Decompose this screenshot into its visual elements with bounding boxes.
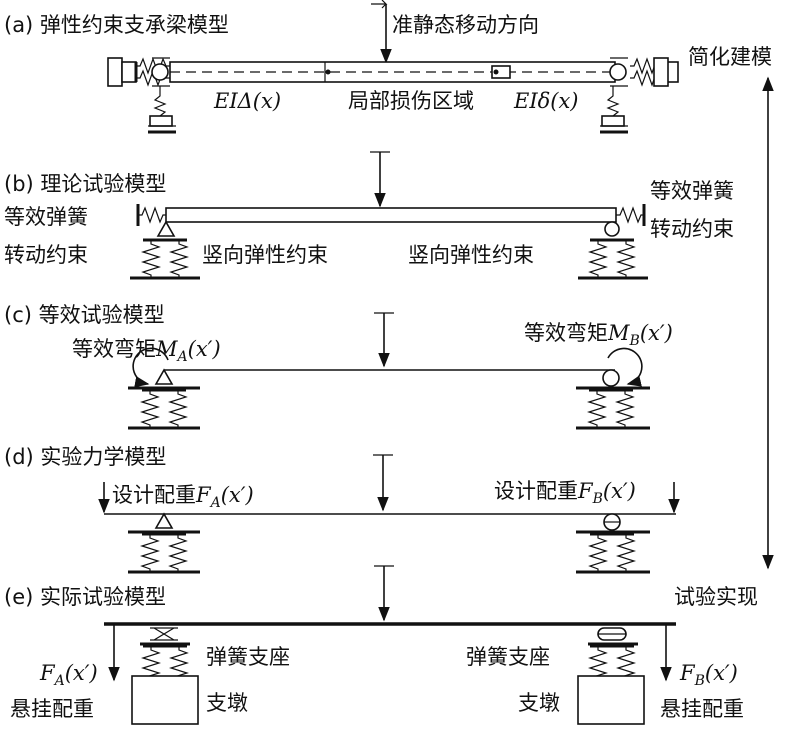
panel-c: (c) 等效试验模型 等效弯矩MA(x′) 等效弯矩MB(x′) — [4, 303, 673, 430]
load-direction-flag — [371, 0, 388, 9]
left-bearing-assembly — [107, 57, 176, 134]
panel-c-title: (c) 等效试验模型 — [4, 303, 165, 327]
pier-left — [131, 675, 199, 725]
ei-right-label: EIδ(x) — [513, 89, 579, 113]
pier-right-label: 支墩 — [518, 691, 560, 715]
panel-d-title: (d) 实验力学模型 — [4, 445, 166, 469]
moment-right-label: 等效弯矩MB(x′) — [524, 321, 673, 349]
spring-right-line2: 转动约束 — [650, 217, 734, 241]
beam-b — [165, 207, 617, 223]
panel-a: (a) 弹性约束支承梁模型 准静态移动方向 — [4, 0, 772, 134]
panel-d: (d) 实验力学模型 设计配重FA(x′) 设计配重FB(x′) — [4, 445, 680, 574]
pier-left-label: 支墩 — [206, 691, 248, 715]
beam-a — [169, 61, 616, 83]
vertical-right-label: 竖向弹性约束 — [408, 243, 534, 267]
panel-b-title: (b) 理论试验模型 — [4, 172, 166, 196]
panel-e-title: (e) 实际试验模型 — [4, 585, 166, 609]
weight-right-label: 设计配重FB(x′) — [494, 479, 636, 507]
realize-label: 试验实现 — [674, 585, 758, 609]
pier-right — [577, 675, 645, 725]
vertical-left-label: 竖向弹性约束 — [202, 243, 328, 267]
moment-arc-left — [132, 347, 169, 388]
weight-left-label: 设计配重FA(x′) — [112, 483, 254, 511]
left-support-b — [130, 204, 200, 280]
panel-a-title: (a) 弹性约束支承梁模型 — [4, 13, 229, 37]
load-direction-label: 准静态移动方向 — [392, 13, 539, 37]
spring-left-line2: 转动约束 — [4, 243, 88, 267]
moment-arc-right — [607, 347, 643, 387]
right-support-d — [576, 513, 650, 574]
right-bearing-assembly — [600, 57, 679, 134]
force-left-label: FA(x′) — [39, 661, 98, 689]
moment-left-label: 等效弯矩MA(x′) — [72, 337, 221, 365]
hang-left-label: 悬挂配重 — [10, 697, 94, 721]
spring-right-line1: 等效弹簧 — [650, 179, 734, 203]
spring-left-line1: 等效弹簧 — [4, 205, 88, 229]
right-support-b — [578, 204, 648, 280]
force-right-label: FB(x′) — [679, 661, 738, 689]
hang-right-label: 悬挂配重 — [660, 697, 744, 721]
damage-zone-label: 局部损伤区域 — [348, 89, 474, 113]
right-support-c — [576, 347, 650, 430]
left-pier-e — [131, 627, 199, 725]
ei-left-label: EIΔ(x) — [213, 89, 281, 113]
left-support-c — [128, 347, 200, 430]
left-support-d — [128, 512, 200, 574]
panel-b: (b) 理论试验模型 等效弹簧 转动约束 竖向弹性约束 竖向弹性约束 等效弹簧 … — [4, 151, 734, 280]
bearing-left-label: 弹簧支座 — [206, 645, 290, 669]
bearing-right-label: 弹簧支座 — [466, 645, 550, 669]
panel-e: (e) 实际试验模型 试验实现 弹簧支座 弹簧支座 支墩 支墩 FA(x′) 悬… — [4, 565, 758, 725]
simplify-label: 简化建模 — [688, 45, 772, 69]
right-pier-e — [577, 627, 645, 725]
